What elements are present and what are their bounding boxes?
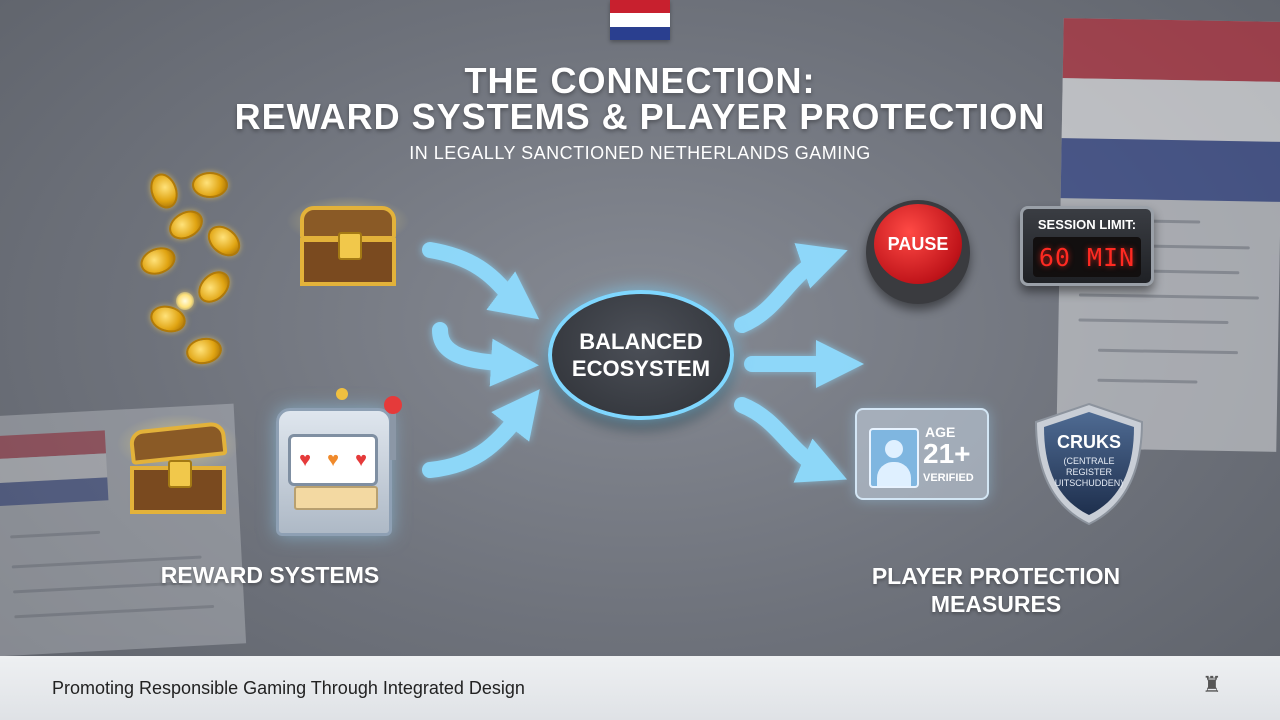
balanced-ecosystem-label: BALANCED ECOSYSTEM bbox=[571, 329, 711, 381]
pause-label: PAUSE bbox=[887, 233, 949, 254]
arrow-top-right bbox=[734, 243, 848, 333]
id-photo-icon bbox=[869, 428, 919, 488]
balanced-ecosystem-hub: BALANCED ECOSYSTEM bbox=[548, 290, 734, 420]
arrow-mid-left bbox=[432, 322, 539, 387]
arrow-bottom-left bbox=[422, 389, 540, 478]
open-treasure-chest-icon bbox=[116, 414, 240, 514]
footer-text: Promoting Responsible Gaming Through Int… bbox=[52, 678, 525, 698]
arrow-top-left bbox=[422, 242, 540, 320]
footer-bar: Promoting Responsible Gaming Through Int… bbox=[0, 656, 1280, 720]
slot-machine-icon: ♥♥♥ bbox=[276, 388, 404, 538]
cruks-shield-icon: CRUKS (CENTRALE REGISTER UITSCHUDDEN) bbox=[1030, 400, 1148, 528]
session-limit-display: SESSION LIMIT: 60 MIN bbox=[1020, 206, 1154, 286]
age-label: AGE bbox=[925, 424, 956, 440]
verified-label: VERIFIED bbox=[923, 472, 974, 484]
age-value: 21+ bbox=[923, 438, 971, 469]
netherlands-flag-icon bbox=[610, 0, 670, 40]
subtitle: IN LEGALLY SANCTIONED NETHERLANDS GAMING bbox=[409, 143, 871, 163]
player-protection-label: PLAYER PROTECTION MEASURES bbox=[871, 563, 1121, 617]
cruks-title: CRUKS bbox=[1056, 432, 1121, 452]
session-limit-label: SESSION LIMIT: bbox=[1037, 217, 1137, 232]
title-line-2: REWARD SYSTEMS & PLAYER PROTECTION bbox=[234, 96, 1046, 137]
session-limit-value: 60 MIN bbox=[1038, 242, 1136, 272]
treasure-chest-icon bbox=[286, 196, 410, 286]
arrow-bottom-right bbox=[734, 397, 848, 483]
reward-systems-label: REWARD SYSTEMS bbox=[160, 562, 380, 588]
pause-button: PAUSE bbox=[866, 200, 970, 304]
cruks-subtitle: (CENTRALE REGISTER UITSCHUDDEN) bbox=[1054, 456, 1124, 488]
title-line-1: THE CONNECTION: bbox=[464, 60, 816, 101]
coat-of-arms-icon: ♜ bbox=[1202, 672, 1222, 697]
age-verification-card: AGE 21+ VERIFIED bbox=[855, 408, 989, 500]
